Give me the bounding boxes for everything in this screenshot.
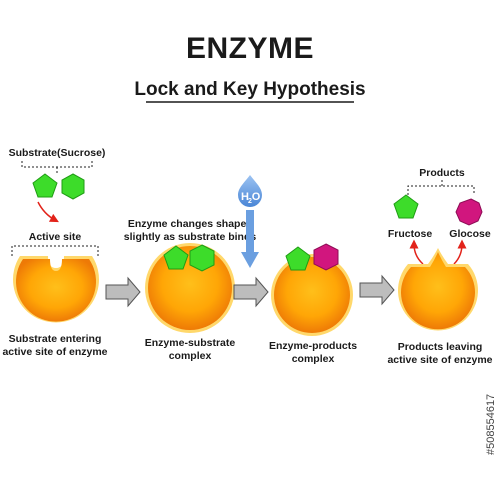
enzyme-4 <box>397 248 478 331</box>
fructose-product <box>393 194 419 219</box>
stage-2-label-line1: Enzyme-substrate <box>145 337 236 349</box>
substrate-bracket <box>21 161 93 168</box>
red-exit-arrow-right <box>453 239 467 265</box>
stock-id-watermark: #508554617 <box>485 394 497 455</box>
substrate-label: Substrate(Sucrose) <box>9 147 106 159</box>
stage-3-label-line1: Enzyme-products <box>269 340 357 352</box>
fructose-bound-3 <box>285 246 311 271</box>
glucose-molecule-1 <box>61 173 85 200</box>
page-subtitle: Lock and Key Hypothesis <box>134 79 365 100</box>
water-subscript: 2 <box>248 198 252 205</box>
water-arrow <box>241 210 259 268</box>
stage-3-label-line2: complex <box>292 353 335 365</box>
page-title: ENZYME <box>186 32 314 65</box>
enzyme-1 <box>12 256 99 323</box>
step-arrow-3 <box>359 274 395 306</box>
glucose-bound-2 <box>189 244 215 272</box>
products-bracket <box>407 185 475 195</box>
stage-1-label-line1: Substrate entering <box>9 333 102 345</box>
glucose-label: Glocose <box>449 228 491 240</box>
water-molecule: H 2 O <box>238 175 262 207</box>
stage-4-label-line2: active site of enzyme <box>387 354 492 366</box>
glucose-bound-3 <box>313 243 339 271</box>
stage-4-label-line1: Products leaving <box>398 341 483 353</box>
active-site-bracket <box>11 245 99 256</box>
red-entry-arrow <box>37 201 59 223</box>
step-arrow-1 <box>105 276 141 308</box>
red-exit-arrow-left <box>409 239 424 265</box>
step-arrow-2 <box>233 276 269 308</box>
products-label: Products <box>419 167 465 179</box>
fructose-label: Fructose <box>388 228 433 240</box>
water-h: H <box>241 191 249 203</box>
enzyme-changes-line2: slightly as substrate binds <box>124 231 257 243</box>
water-o: O <box>252 191 261 203</box>
stage-2-label-line2: complex <box>169 350 212 362</box>
stage-1-label-line2: active site of enzyme <box>2 346 107 358</box>
enzyme-changes-line1: Enzyme changes shapes <box>128 218 252 230</box>
active-site-label: Active site <box>29 231 82 243</box>
fructose-molecule-1 <box>32 173 58 198</box>
glucose-product <box>455 198 483 226</box>
fructose-bound-2 <box>163 245 189 270</box>
enzyme-3 <box>271 254 353 336</box>
